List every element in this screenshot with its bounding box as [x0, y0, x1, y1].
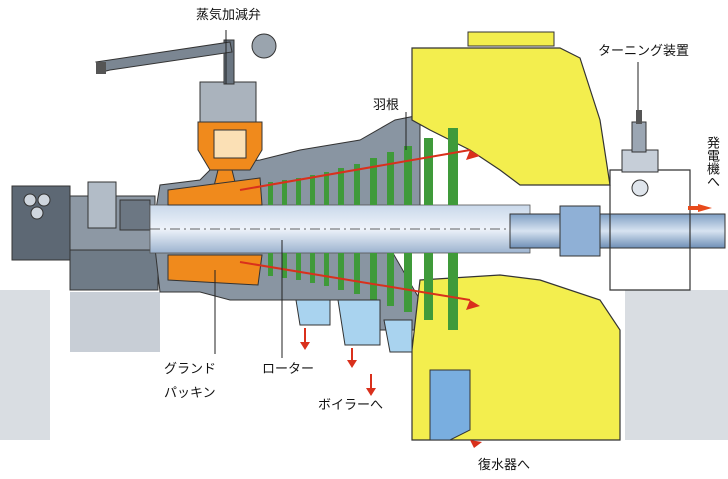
label-to-boiler: ボイラーへ: [318, 398, 384, 413]
label-to-condenser: 復水器へ: [478, 458, 531, 473]
label-to-generator: 発電機へ: [704, 136, 719, 188]
rear-bearing-pedestal: [609, 110, 691, 291]
foundation-right: [625, 290, 728, 440]
flow-arrowhead-upper: [466, 150, 480, 160]
foundation-mid: [70, 292, 160, 352]
exhaust-hood-upper: [411, 47, 611, 186]
upper-blade-rows: [268, 128, 458, 205]
condenser-arrow: [470, 440, 482, 448]
boiler-arrows: [300, 328, 376, 396]
label-steam-control-valve: 蒸気加減弁: [196, 8, 262, 23]
leader-lines: [214, 30, 639, 358]
label-turning-device: ターニング装置: [598, 44, 690, 59]
lower-blade-rows: [268, 253, 458, 330]
extraction-pipe-3: [383, 319, 413, 353]
steam-chest-upper: [167, 177, 263, 206]
flow-arrowhead-lower: [466, 300, 480, 310]
label-gland-packing-1: グランド: [164, 362, 217, 377]
extraction-pipe-2: [337, 299, 381, 346]
foundation-left: [0, 290, 50, 440]
generator-arrow: [698, 204, 712, 212]
generator-coupling-shaft: [509, 213, 726, 249]
steam-control-valve: [95, 33, 277, 187]
front-bearing-pedestal: [11, 181, 159, 291]
coupling: [559, 205, 601, 257]
condenser-duct: [429, 369, 471, 441]
label-blades: 羽根: [373, 98, 400, 113]
label-gland-packing-2: パッキン: [164, 386, 216, 401]
label-rotor: ローター: [262, 362, 315, 377]
extraction-pipe-1: [295, 299, 331, 326]
exhaust-top-flange: [467, 31, 555, 47]
steam-flow-arrows: [239, 149, 471, 301]
